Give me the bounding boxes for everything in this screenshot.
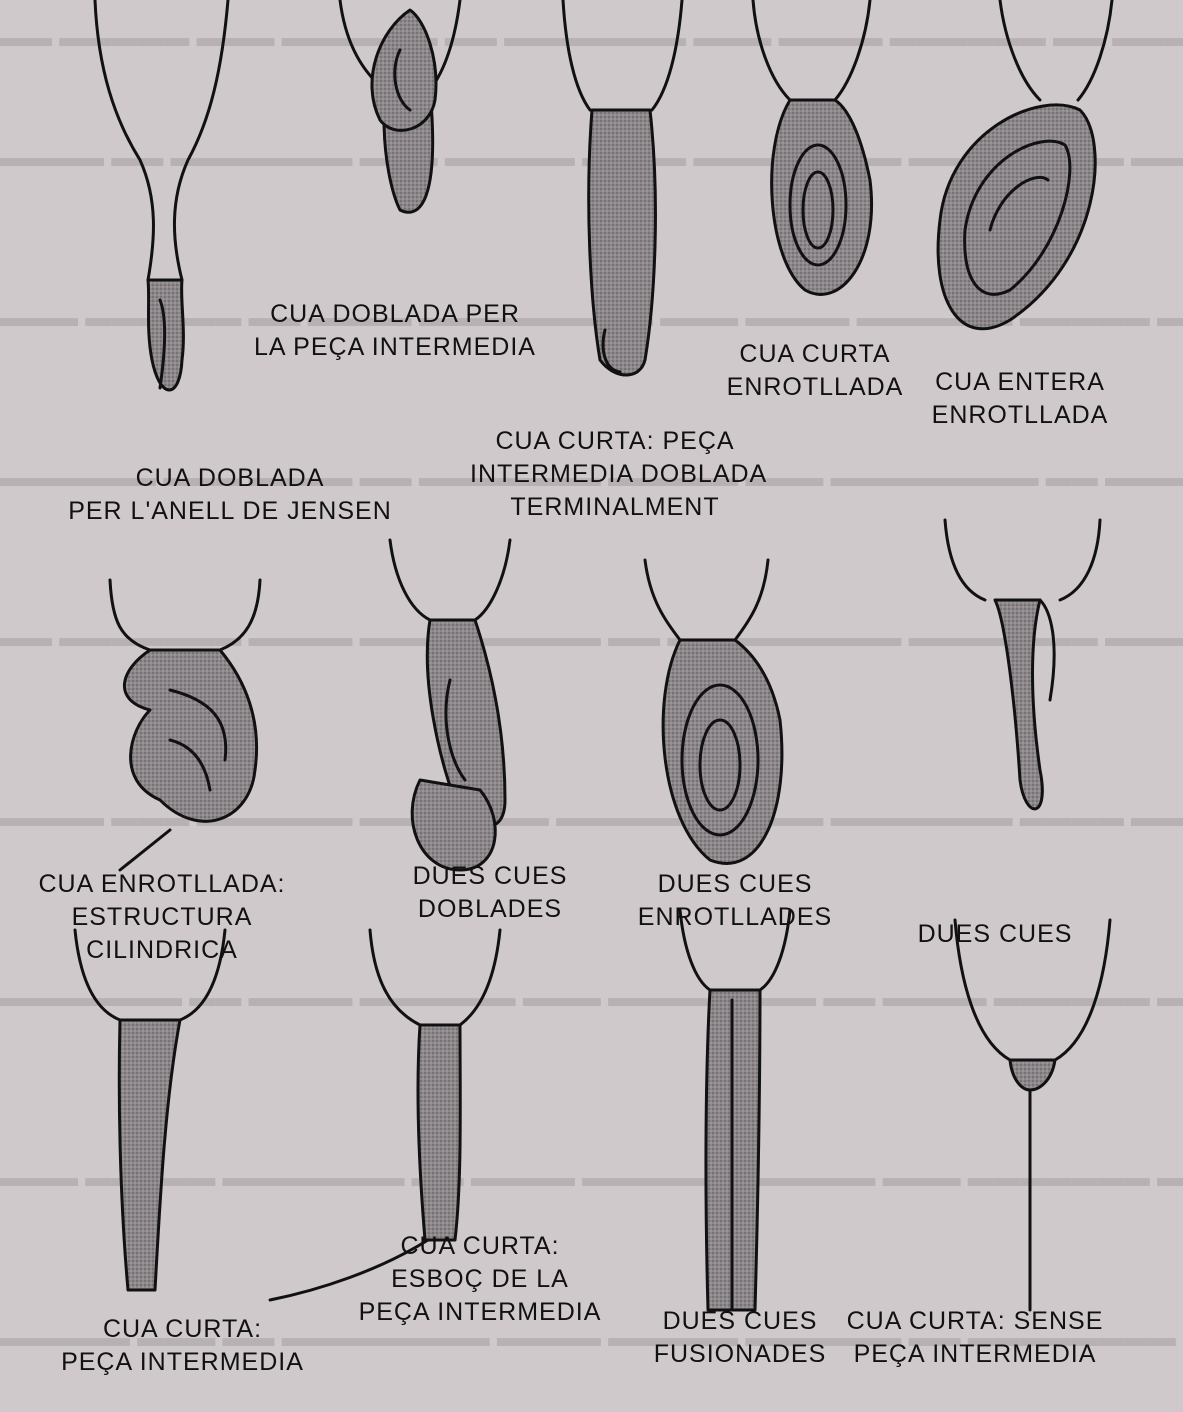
label-cua-curta-sense: CUA CURTA: SENSE PEÇA INTERMEDIA xyxy=(825,1305,1125,1371)
sperm-drawing-8 xyxy=(645,560,782,863)
label-dues-cues: DUES CUES xyxy=(905,918,1085,951)
sperm-drawing-7 xyxy=(390,540,510,870)
label-line: CUA CURTA: PEÇA xyxy=(470,425,760,458)
sperm-drawing-3 xyxy=(563,0,682,375)
label-line: CUA DOBLADA xyxy=(60,462,400,495)
sperm-drawing-12 xyxy=(680,910,790,1310)
sperm-drawing-10 xyxy=(75,930,225,1290)
sperm-drawing-1 xyxy=(95,0,228,390)
label-line: PER L'ANELL DE JENSEN xyxy=(60,495,400,528)
label-line: CUA CURTA: xyxy=(340,1230,620,1263)
label-line: CUA ENROTLLADA: xyxy=(22,868,302,901)
sperm-drawing-2 xyxy=(340,0,460,212)
label-cua-curta-enrotllada: CUA CURTA ENROTLLADA xyxy=(720,338,910,404)
label-cua-entera-enrotllada: CUA ENTERA ENROTLLADA xyxy=(915,366,1125,432)
label-dues-cues-doblades: DUES CUES DOBLADES xyxy=(390,860,590,926)
label-line: ESBOÇ DE LA xyxy=(340,1263,620,1296)
label-dues-cues-fusionades: DUES CUES FUSIONADES xyxy=(650,1305,830,1371)
label-cua-curta-esboc: CUA CURTA: ESBOÇ DE LA PEÇA INTERMEDIA xyxy=(340,1230,620,1329)
label-line: DUES CUES xyxy=(625,868,845,901)
label-line: FUSIONADES xyxy=(650,1338,830,1371)
label-dues-cues-enrotllades: DUES CUES ENROTLLADES xyxy=(625,868,845,934)
label-line: CUA ENTERA xyxy=(915,366,1125,399)
label-line: ENROTLLADA xyxy=(720,371,910,404)
label-line: PEÇA INTERMEDIA xyxy=(50,1346,315,1379)
label-line: TERMINALMENT xyxy=(470,491,760,524)
label-line: DOBLADES xyxy=(390,893,590,926)
label-line: DUES CUES xyxy=(905,918,1085,951)
label-line: PEÇA INTERMEDIA xyxy=(825,1338,1125,1371)
label-line: CUA DOBLADA PER xyxy=(240,298,550,331)
label-line: ENROTLLADES xyxy=(625,901,845,934)
label-line: ESTRUCTURA xyxy=(22,901,302,934)
label-line: DUES CUES xyxy=(390,860,590,893)
sperm-drawing-5 xyxy=(938,0,1112,329)
label-line: PEÇA INTERMEDIA xyxy=(340,1296,620,1329)
label-cua-doblada-peca: CUA DOBLADA PER LA PEÇA INTERMEDIA xyxy=(240,298,550,364)
label-cua-enrotllada-cilindrica: CUA ENROTLLADA: ESTRUCTURA CILINDRICA xyxy=(22,868,302,967)
label-line: INTERMEDIA DOBLADA xyxy=(470,458,760,491)
sperm-drawing-4 xyxy=(753,0,872,294)
sperm-drawing-9 xyxy=(945,520,1100,809)
sperm-drawing-13 xyxy=(955,920,1110,1310)
label-line: LA PEÇA INTERMEDIA xyxy=(240,331,550,364)
label-cua-curta-doblada: CUA CURTA: PEÇA INTERMEDIA DOBLADA TERMI… xyxy=(470,425,760,524)
label-line: CUA CURTA: SENSE xyxy=(825,1305,1125,1338)
label-line: ENROTLLADA xyxy=(915,399,1125,432)
label-line: CUA CURTA xyxy=(720,338,910,371)
label-line: CILINDRICA xyxy=(22,934,302,967)
label-line: CUA CURTA: xyxy=(50,1313,315,1346)
label-line: DUES CUES xyxy=(650,1305,830,1338)
label-cua-doblada-anell: CUA DOBLADA PER L'ANELL DE JENSEN xyxy=(60,462,400,528)
sperm-drawing-6 xyxy=(110,580,260,870)
label-cua-curta-peca: CUA CURTA: PEÇA INTERMEDIA xyxy=(50,1313,315,1379)
